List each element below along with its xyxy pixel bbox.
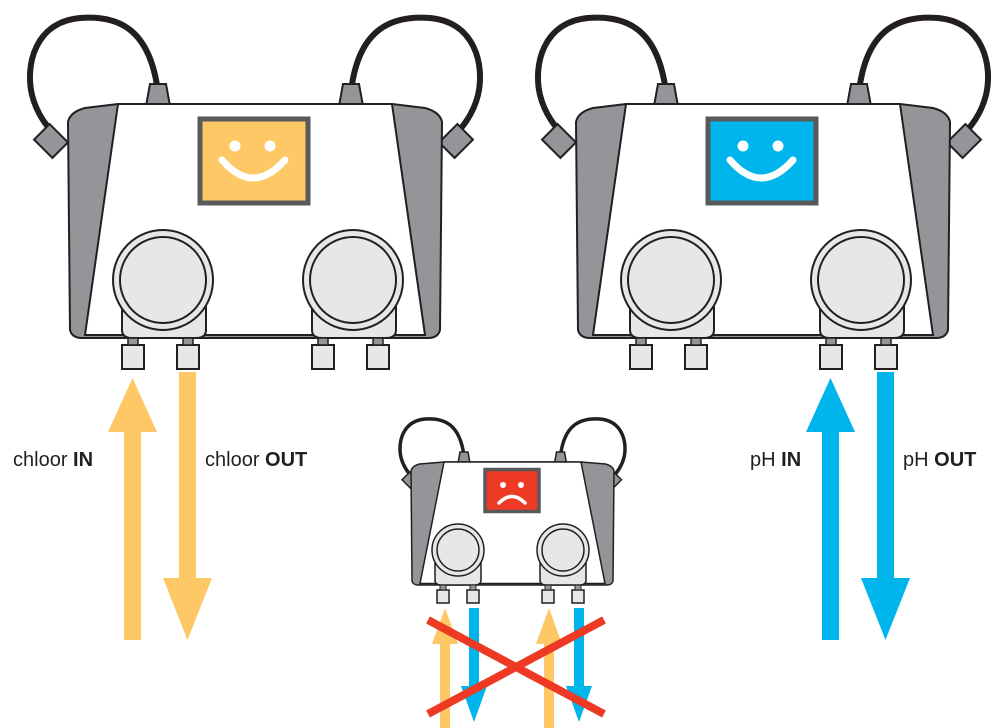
pump-head-left [112, 229, 214, 370]
ph-pump [534, 14, 992, 370]
pump-head-right [810, 229, 912, 370]
ph-out-arrow [861, 372, 910, 640]
pump-head-right [536, 523, 590, 604]
chlorine-in-label: chloor IN [13, 449, 93, 471]
pump-head-left [620, 229, 722, 370]
red-cross-icon [426, 616, 606, 718]
chlorine-out-arrow [163, 372, 212, 640]
ph-in-arrow [806, 378, 855, 640]
pump-head-right [302, 229, 404, 370]
happy-face-icon [218, 140, 289, 182]
ph-screen [705, 116, 819, 206]
wrong-chlorine-in-arrow-right [536, 608, 562, 728]
ph-in-label: pH IN [750, 449, 801, 471]
wrong-ph-out-arrow-left [461, 608, 487, 722]
wrong-pump [398, 417, 627, 604]
pump-head-left [431, 523, 485, 604]
chlorine-out-label: chloor OUT [205, 449, 307, 471]
ph-out-label: pH OUT [903, 449, 976, 471]
wrong-screen [483, 467, 541, 514]
chlorine-pump [26, 14, 484, 370]
chlorine-in-arrow [108, 378, 157, 640]
sad-face-icon [497, 482, 527, 505]
chlorine-screen [197, 116, 311, 206]
happy-face-icon [726, 140, 797, 182]
